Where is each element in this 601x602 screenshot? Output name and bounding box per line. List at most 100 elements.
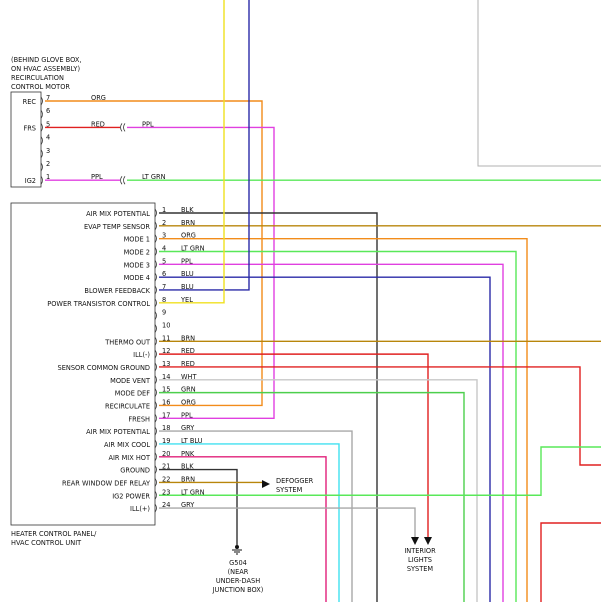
unit-pin-14-brace [154,375,157,385]
wire-pin-20-pnk [159,456,327,602]
unit-pin-11-label: THERMO OUT [104,338,151,346]
recirc-motor-box [10,91,42,188]
unit-pin-4-number: 4 [162,244,166,252]
interior-lights-label-line-3: SYSTEM [407,565,434,573]
unit-pin-20-number: 20 [162,450,170,458]
unit-pin-5-label: MODE 3 [124,261,150,269]
motor-pin-2-number: 2 [46,160,50,168]
defogger-arrow-icon [262,480,270,488]
motor-pin-2-brace [40,162,43,172]
unit-pin-8-label: POWER TRANSISTOR CONTROL [47,300,150,308]
motor-pin-1-brace [40,175,43,185]
ground-label-line-4: JUNCTION BOX) [212,586,264,594]
recirc-motor-note-line-1: (BEHIND GLOVE BOX, [11,56,81,64]
motor-pin-1-wire-label: PPL [91,173,103,181]
control-unit-title-line-1: HEATER CONTROL PANEL/ [11,530,97,538]
unit-pin-12-wire-label: RED [181,347,195,355]
unit-pin-24-wire-label: GRY [181,501,195,509]
unit-pin-10-number: 10 [162,321,170,329]
unit-pin-4-brace [154,247,157,256]
unit-pin-13-wire-label: RED [181,360,195,368]
unit-pin-11-wire-label: BRN [181,334,195,342]
recirc-motor-note-line-3: RECIRCULATION [11,74,64,82]
unit-pin-18-number: 18 [162,424,170,432]
unit-pin-14-label: MODE VENT [110,377,151,385]
motor-pin-6-number: 6 [46,107,50,115]
unit-pin-7-wire-label: BLU [181,283,194,291]
ground-label-line-1: G504 [229,559,247,567]
motor-pin-5-wire-label: RED [91,120,105,128]
motor-pin-1-inline-connector [120,175,126,185]
unit-pin-17-label: FRESH [128,415,150,423]
unit-pin-7-number: 7 [162,283,166,291]
unit-pin-5-number: 5 [162,257,166,265]
unit-pin-23-wire-label: LT GRN [181,488,205,496]
unit-pin-13-label: SENSOR COMMON GROUND [58,364,150,372]
unit-pin-17-wire-label: PPL [181,411,193,419]
unit-pin-1-wire-label: BLK [181,206,194,214]
unit-pin-1-brace [154,208,157,218]
unit-pin-4-wire-label: LT GRN [181,244,205,252]
unit-pin-19-label: AIR MIX COOL [104,441,150,449]
interior-lights-arrow-red-icon [424,537,432,545]
unit-pin-24-number: 24 [162,501,170,509]
unit-pin-23-number: 23 [162,488,170,496]
motor-pin-6-brace [40,109,43,119]
unit-pin-2-number: 2 [162,219,166,227]
motor-pin-3-brace [40,149,43,159]
unit-pin-23-brace [154,491,157,500]
motor-pin-4-brace [40,136,43,145]
wire-pin-19-ltblu [159,443,340,602]
unit-pin-12-brace [154,349,157,359]
unit-pin-2-brace [154,221,157,231]
unit-pin-1-label: AIR MIX POTENTIAL [86,210,150,218]
unit-pin-5-wire-label: PPL [181,257,193,265]
unit-pin-24-brace [154,503,157,513]
unit-pin-6-wire-label: BLU [181,270,194,278]
unit-pin-16-wire-label: ORG [181,398,196,406]
unit-pin-11-brace [154,337,157,346]
wire-pin-18-gry [159,430,353,602]
recirc-motor-note-line-2: ON HVAC ASSEMBLY) [11,65,80,73]
unit-pin-18-brace [154,426,157,436]
unit-pin-8-wire-label: YEL [180,296,193,304]
unit-pin-3-label: MODE 1 [124,236,150,244]
interior-lights-label-line-2: LIGHTS [408,556,432,564]
unit-pin-16-number: 16 [162,398,170,406]
unit-pin-21-brace [154,465,157,474]
unit-pin-15-label: MODE DEF [115,390,150,398]
wire-pin-21-blk [159,468,238,545]
motor-pin-4-number: 4 [46,134,50,142]
unit-pin-13-brace [154,362,157,372]
wire-pin-6-blu [159,276,491,602]
defogger-label-line-1: DEFOGGER [276,477,314,485]
unit-pin-16-label: RECIRCULATE [105,402,150,410]
unit-pin-24-label: ILL(+) [130,505,150,513]
unit-pin-19-number: 19 [162,437,170,445]
unit-pin-20-brace [154,452,157,462]
motor-pin-1-wire2-label: LT GRN [142,173,166,181]
wire-motor-frs-ppl [127,126,275,419]
interior-lights-arrow-gry-icon [411,537,419,545]
wire-pin-7-blu [159,0,250,291]
ground-label-line-2: (NEAR [228,568,249,576]
unit-pin-22-brace [154,478,157,487]
motor-pin-7-number: 7 [46,94,50,102]
unit-pin-15-wire-label: GRN [181,386,196,394]
wire-motor-rec-org [45,100,263,407]
motor-pin-5-inline-connector [120,123,126,132]
unit-pin-17-brace [154,414,157,423]
wire-pin-1-blk [159,212,378,602]
recirc-motor-note: (BEHIND GLOVE BOX, ON HVAC ASSEMBLY) REC… [11,56,81,91]
motor-pin-7-wire-label: ORG [91,94,106,102]
unit-pin-22-number: 22 [162,475,170,483]
motor-pin-1-number: 1 [46,173,50,181]
motor-pin-5-number: 5 [46,120,50,128]
wire-pin-24-gry [159,507,416,537]
unit-pin-3-wire-label: ORG [181,232,196,240]
unit-pin-3-number: 3 [162,232,166,240]
unit-pin-11-number: 11 [162,334,170,342]
unit-pin-19-brace [154,439,157,449]
wire-pin-15-grn [159,391,465,602]
unit-pin-8-brace [154,298,157,308]
